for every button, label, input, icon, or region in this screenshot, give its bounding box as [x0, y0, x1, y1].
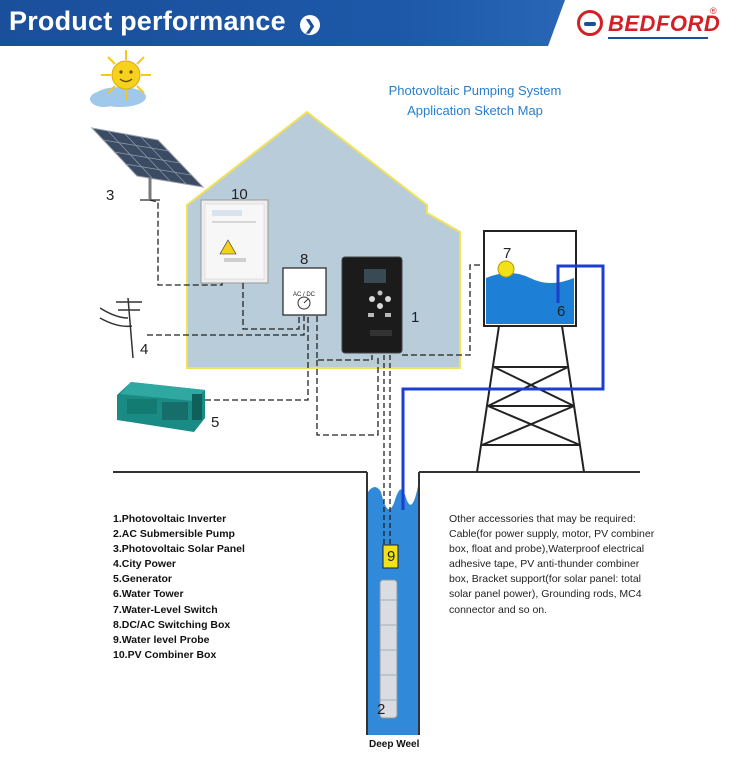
brand-logo-icon	[577, 10, 603, 36]
page-title: Product performance	[9, 6, 286, 36]
callout-10: 10	[231, 186, 248, 203]
delivery-pipe	[401, 264, 605, 510]
brand-logo: BEDFORD ®	[577, 6, 742, 40]
header-bar: Product performance ❯ BEDFORD ®	[0, 0, 750, 46]
callout-4: 4	[140, 341, 149, 358]
legend-item: 2.AC Submersible Pump	[113, 528, 235, 541]
tank-water	[486, 273, 574, 324]
deep-well-label: Deep Weel	[369, 739, 420, 750]
legend-item: 4.City Power	[113, 558, 177, 571]
float-switch	[497, 260, 515, 278]
callout-7: 7	[503, 245, 512, 262]
legend-item: 8.DC/AC Switching Box	[113, 618, 231, 631]
component-legend: 1.Photovoltaic Inverter 2.AC Submersible…	[113, 512, 245, 663]
legend-item: 9.Water level Probe	[113, 633, 210, 646]
legend-item: 6.Water Tower	[113, 588, 184, 601]
chevron-right-icon[interactable]: ❯	[300, 15, 320, 35]
city-power-icon	[99, 297, 142, 359]
switch-box-label: AC / DC	[293, 292, 316, 298]
water-tower	[476, 230, 585, 473]
submersible-pump	[379, 579, 398, 719]
switching-box	[282, 267, 327, 316]
brand-registered-mark: ®	[710, 6, 717, 16]
sun-icon	[90, 50, 151, 107]
legend-item: 10.PV Combiner Box	[113, 648, 217, 661]
generator-icon	[117, 382, 205, 432]
callout-8: 8	[300, 251, 309, 268]
callout-9: 9	[387, 548, 396, 565]
callout-6: 6	[557, 303, 566, 320]
header-banner	[0, 0, 565, 46]
legend-item: 5.Generator	[113, 573, 172, 586]
brand-underline	[608, 37, 708, 39]
callout-3: 3	[106, 187, 115, 204]
legend-item: 1.Photovoltaic Inverter	[113, 513, 227, 525]
legend-item: 3.Photovoltaic Solar Panel	[113, 543, 245, 556]
brand-name: BEDFORD	[608, 11, 721, 36]
callout-5: 5	[211, 414, 220, 431]
sketch-title-line2: Application Sketch Map	[407, 103, 543, 118]
accessories-note: Other accessories that may be required: …	[449, 513, 655, 616]
callout-1: 1	[411, 309, 420, 326]
legend-item: 7.Water-Level Switch	[113, 603, 218, 616]
water-level-probe	[382, 544, 399, 569]
wiring-lines	[147, 199, 485, 436]
sketch-title: Photovoltaic Pumping System Application …	[370, 81, 580, 121]
sketch-title-line1: Photovoltaic Pumping System	[388, 83, 562, 98]
callout-2: 2	[377, 701, 386, 718]
inverter	[341, 256, 403, 354]
pv-combiner-box	[200, 199, 269, 284]
